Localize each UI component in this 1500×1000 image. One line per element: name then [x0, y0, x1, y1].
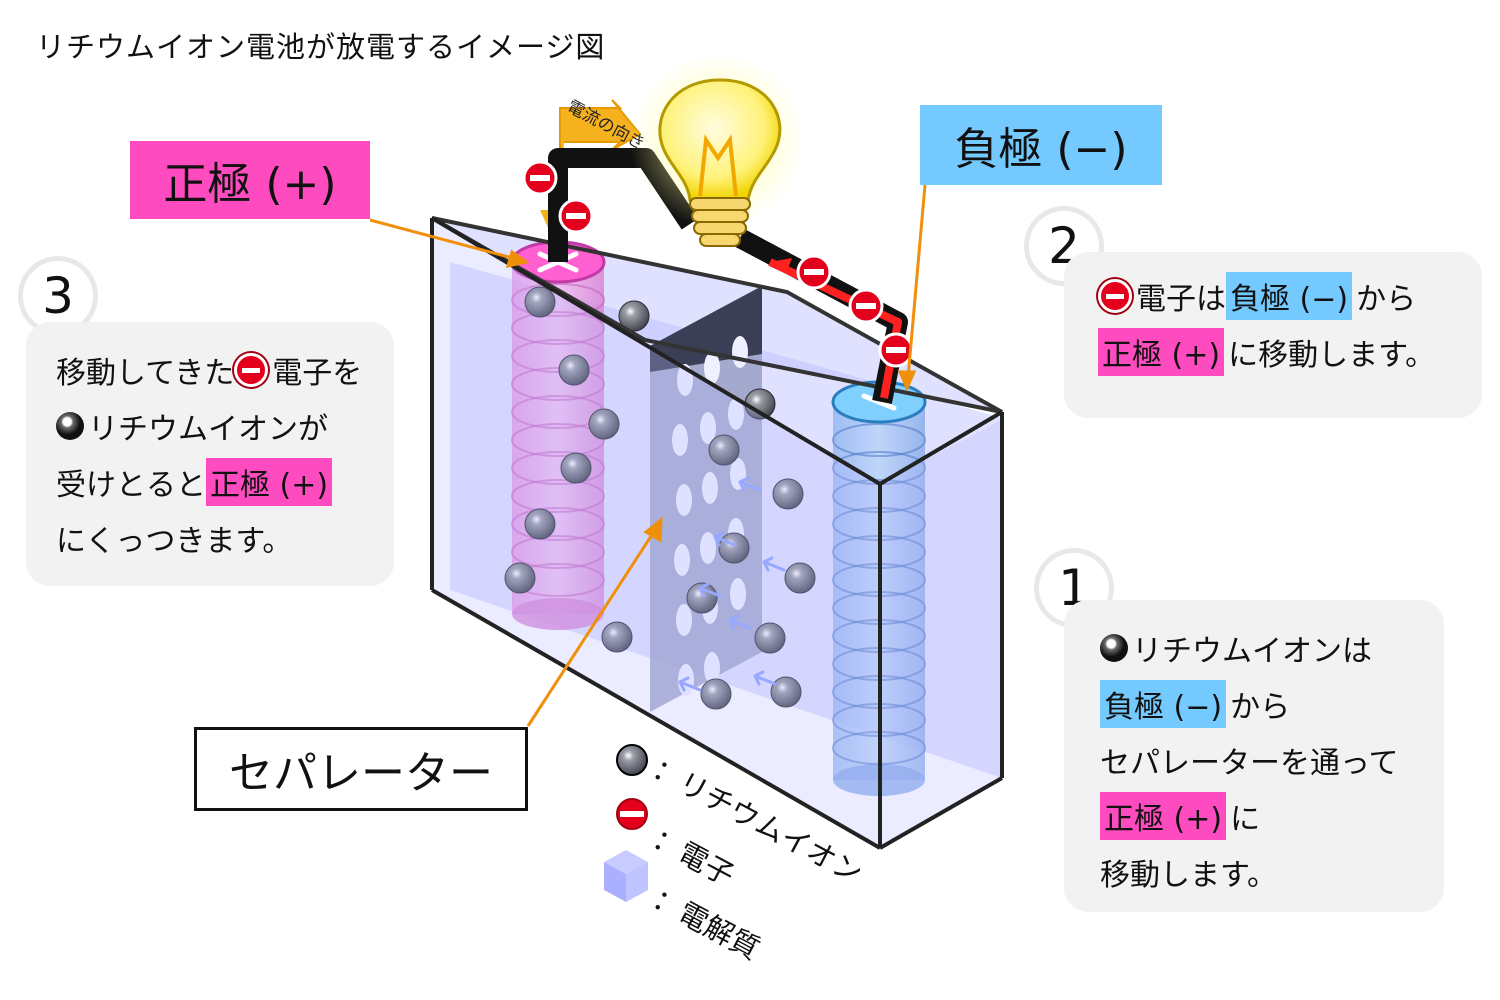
- electrode-layer: [511, 367, 605, 401]
- electrolyte-front: [432, 218, 1002, 848]
- separator-pore: [700, 412, 716, 444]
- ion-arrow: [728, 614, 752, 630]
- positive-electrode-label: 正極 (+): [130, 141, 370, 219]
- separator-pore: [702, 472, 718, 504]
- step-2-line-2: 正極 (+)に移動します。: [1098, 324, 1482, 380]
- lithium-ion: [558, 354, 590, 386]
- separator-pore: [704, 652, 720, 684]
- electrode-layer: [511, 479, 605, 513]
- positive-electrode-layers: [511, 283, 605, 597]
- electrode-layer: [511, 339, 605, 373]
- lithium-ion: [770, 676, 802, 708]
- lithium-ion: [772, 478, 804, 510]
- negative-electrode-label: 負極 (−): [920, 105, 1162, 185]
- step-3-line-3: 受けとると正極 (+): [56, 454, 394, 510]
- positive-electrode: [510, 240, 606, 630]
- light-bulb: [630, 52, 806, 247]
- separator-pore: [704, 352, 720, 384]
- electron-icon: [1098, 279, 1132, 313]
- electron: [522, 160, 558, 196]
- separator-sheet: [650, 286, 762, 712]
- separator-pore: [676, 484, 692, 516]
- label-leader-lines: [369, 184, 927, 727]
- electron: [848, 288, 884, 324]
- separator-pore: [700, 532, 716, 564]
- step-1-line-5: 移動します。: [1100, 858, 1277, 893]
- lithium-ion-icon: [616, 744, 648, 776]
- step-2-card: 電子は負極 (−)から 正極 (+)に移動します。: [1064, 252, 1482, 418]
- lithium-ion: [618, 300, 650, 332]
- electron: [878, 332, 914, 368]
- legend-icons: [604, 744, 648, 902]
- lithium-ion: [588, 408, 620, 440]
- step-1-line-3: セパレーターを通って: [1100, 746, 1399, 781]
- electron: [558, 198, 594, 234]
- separator-pore: [672, 424, 688, 456]
- battery-case: [430, 216, 1004, 850]
- step-2-line-1: 電子は負極 (−)から: [1098, 268, 1482, 324]
- ion-arrow: [738, 476, 762, 492]
- ion-arrow: [762, 556, 786, 572]
- separator-pore: [676, 604, 692, 636]
- step-3-card: 移動してきた電子を リチウムイオンが 受けとると正極 (+) にくっつきます。: [26, 322, 394, 586]
- ion-movement-arrows: [678, 476, 786, 692]
- separator-pore: [728, 398, 744, 430]
- ion-arrow: [753, 670, 777, 686]
- lithium-ion: [601, 621, 633, 653]
- step-3-line-2: リチウムイオンが: [56, 398, 394, 454]
- electrode-layer: [832, 423, 926, 457]
- diagram-title: リチウムイオン電池が放電するイメージ図: [36, 30, 606, 64]
- step-1-card: リチウムイオンは 負極 (−)から セパレーターを通って 正極 (+)に 移動し…: [1064, 600, 1444, 912]
- electrolyte-icon: [604, 850, 648, 902]
- lithium-ion: [754, 622, 786, 654]
- step-1-line-4: 正極 (+)に: [1100, 788, 1444, 844]
- step-1-line-1: リチウムイオンは: [1100, 620, 1444, 676]
- lithium-ion: [504, 562, 536, 594]
- lithium-ion-icon: [56, 412, 84, 440]
- electrode-layer: [511, 283, 605, 317]
- lithium-ion: [560, 452, 592, 484]
- separator-label: セパレーター: [194, 727, 528, 811]
- ion-arrow: [713, 531, 737, 547]
- electrode-layer: [511, 535, 605, 569]
- electrons: [522, 160, 914, 368]
- ion-arrow: [678, 676, 702, 692]
- electrode-layer: [511, 423, 605, 457]
- lithium-ion: [708, 434, 740, 466]
- lithium-ion: [524, 286, 556, 318]
- step-3-line-4: にくっつきます。: [56, 524, 293, 559]
- lithium-ion: [784, 562, 816, 594]
- lithium-ion: [524, 508, 556, 540]
- lithium-ion: [700, 678, 732, 710]
- electrode-layer: [511, 311, 605, 345]
- electron-icon: [234, 353, 269, 387]
- separator-pore: [732, 336, 748, 368]
- step-1-line-2: 負極 (−)から: [1100, 676, 1444, 732]
- separator-pore: [674, 544, 690, 576]
- electrode-layer: [511, 451, 605, 485]
- electron: [796, 254, 832, 290]
- separator-pore: [730, 578, 746, 610]
- ion-arrow: [698, 582, 722, 598]
- lithium-ion-icon: [1100, 634, 1128, 662]
- step-3-line-1: 移動してきた電子を: [56, 342, 394, 398]
- electrode-layer: [511, 507, 605, 541]
